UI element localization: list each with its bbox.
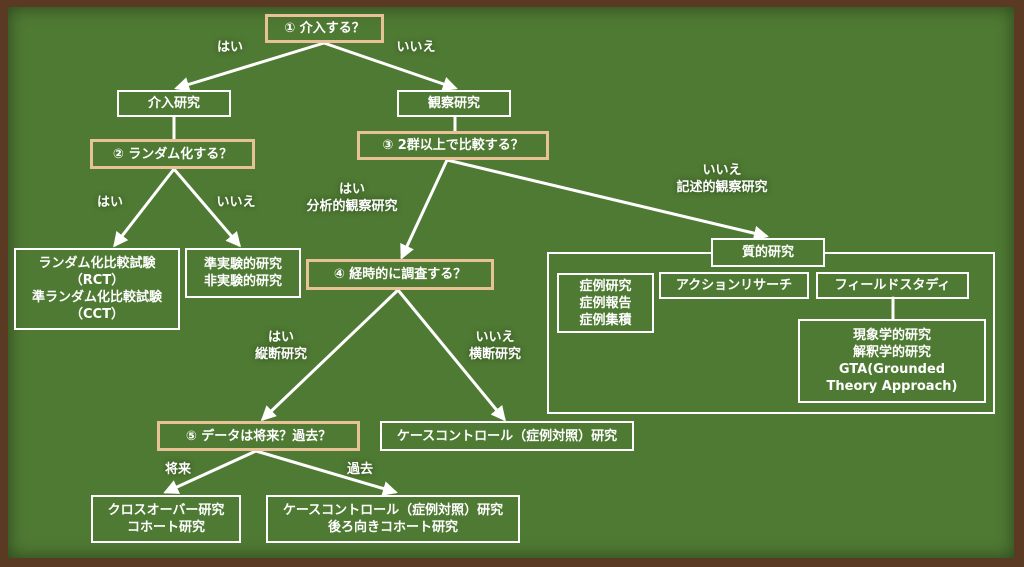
q3-yes-label: はい 分析的観察研究 — [306, 182, 398, 214]
question-2-randomize: ② ランダム化する？ — [90, 139, 255, 169]
arrow-q2-to-rct — [113, 167, 176, 248]
rct-box: ランダム化比較試験 （RCT） 準ランダム化比較試験 （CCT） — [14, 248, 180, 330]
q4-yes-label: はい 縦断研究 — [254, 330, 307, 362]
arrow-q5-to-retro — [254, 449, 398, 496]
observational-study-box: 観察研究 — [397, 90, 511, 117]
intervention-study-box: 介入研究 — [117, 90, 231, 117]
case-control-cross-sectional-box: ケースコントロール（症例対照）研究 — [380, 421, 634, 451]
action-research-box: アクションリサーチ — [659, 272, 809, 299]
q5-future-label: 将来 — [164, 462, 191, 477]
qualitative-research-box: 質的研究 — [711, 238, 825, 267]
arrow-q2-to-quasi — [172, 167, 241, 248]
question-1-intervene: ① 介入する？ — [265, 14, 384, 43]
fieldwork-box: フィールドスタディ — [816, 272, 969, 299]
question-4-longitudinal: ④ 経時的に調査する？ — [306, 259, 494, 290]
arrow-q1-to-intervention — [174, 41, 326, 92]
phenomenology-box: 現象学的研究 解釈学的研究 GTA(Grounded Theory Approa… — [798, 319, 986, 403]
retrospective-box: ケースコントロール（症例対照）研究 後ろ向きコホート研究 — [266, 495, 520, 543]
arrow-q5-to-cohort — [163, 449, 258, 494]
cohort-box: クロスオーバー研究 コホート研究 — [91, 495, 241, 543]
arrow-q4-to-q5 — [260, 288, 400, 422]
q2-no-label: いいえ — [216, 195, 256, 210]
q1-yes-label: はい — [216, 40, 243, 55]
q2-yes-label: はい — [96, 195, 123, 210]
q5-past-label: 過去 — [346, 462, 373, 477]
question-5-future-or-past: ⑤ データは将来？過去？ — [157, 421, 360, 451]
arrow-q3-to-qualitative — [445, 158, 769, 241]
case-reports-box: 症例研究 症例報告 症例集積 — [557, 273, 654, 333]
q3-no-label: いいえ 記述的観察研究 — [676, 163, 768, 195]
arrow-q4-to-case-control — [396, 288, 506, 422]
q4-no-label: いいえ 横断研究 — [468, 330, 521, 362]
quasi-experimental-box: 準実験的研究 非実験的研究 — [185, 248, 301, 298]
chalkboard — [8, 7, 1014, 558]
arrow-q1-to-observation — [322, 41, 458, 92]
q1-no-label: いいえ — [396, 40, 436, 55]
arrow-q3-to-q4 — [400, 158, 449, 260]
question-3-compare-groups: ③ 2群以上で比較する？ — [357, 131, 549, 160]
